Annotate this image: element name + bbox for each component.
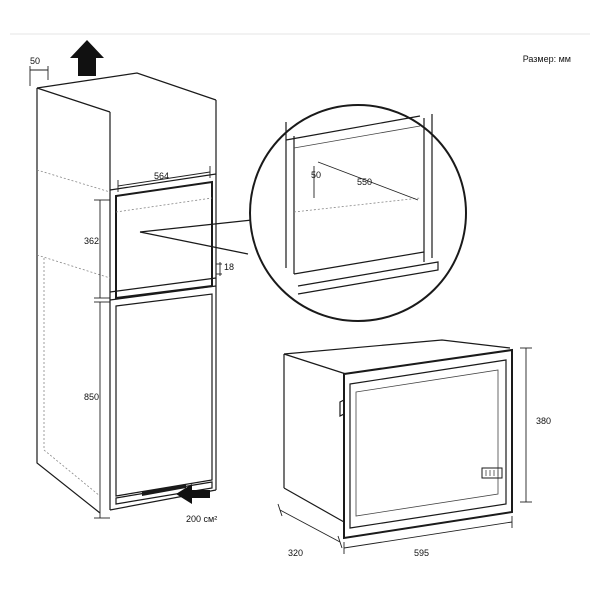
dim-top-offset-label: 50: [30, 56, 40, 66]
inset-top-edge: [285, 115, 421, 141]
lower-door: [115, 293, 213, 497]
airflow-arrow-icon: [176, 484, 210, 504]
cabinet-top-front: [36, 87, 111, 113]
oven-door: [349, 359, 507, 529]
callout-line-top: [139, 219, 253, 233]
dim-top-offset: 50: [29, 56, 49, 86]
inset-floor-dotted: [293, 197, 421, 213]
built-in-oven: [283, 339, 513, 540]
dim-inset-offset-label: 50: [311, 170, 321, 180]
niche-shelf-top: [109, 277, 217, 293]
hidden-line-2: [36, 254, 111, 279]
dim-vent-area-label: 200 см²: [186, 514, 217, 524]
dim-inset-depth-line: [317, 161, 419, 201]
cabinet-top-edge: [36, 72, 217, 101]
control-panel: [481, 467, 503, 479]
detail-magnifier: 50 550: [139, 104, 467, 322]
oven-top-back: [283, 339, 511, 355]
dim-oven-depth: 320: [277, 503, 343, 558]
hidden-line-4: [115, 197, 213, 213]
dim-niche-width: 564: [117, 166, 211, 192]
dim-oven-width-label: 595: [414, 548, 429, 558]
dim-base-height-label: 850: [84, 392, 99, 402]
hidden-line-1: [36, 169, 111, 193]
cabinet-side-edge: [36, 88, 101, 514]
dim-inset-depth-label: 550: [357, 177, 372, 187]
up-arrow-icon: [70, 40, 104, 76]
dim-oven-height-label: 380: [536, 416, 551, 426]
oven-top-left: [283, 353, 347, 375]
vent-slot: [142, 484, 186, 496]
upper-box-bottom: [109, 173, 217, 191]
inset-floor-front: [293, 251, 425, 275]
inset-top-inner: [293, 125, 421, 149]
dim-oven-width: 595: [343, 516, 513, 558]
dim-oven-depth-label: 320: [288, 548, 303, 558]
oven-side-bottom: [283, 487, 345, 523]
niche-shelf-bottom: [109, 285, 217, 301]
callout-line-bottom: [139, 231, 249, 255]
oven-side-hinge: [339, 399, 345, 417]
hidden-line-3: [43, 258, 101, 497]
dim-niche-width-label: 564: [154, 171, 169, 181]
oven-front-frame: [343, 348, 513, 540]
unit-note: Размер: мм: [523, 54, 571, 64]
detail-circle: [249, 104, 467, 322]
inset-shelf: [297, 261, 439, 295]
dim-base-height: 850: [84, 301, 110, 519]
dim-niche-height: 362: [84, 199, 110, 299]
dim-niche-height-label: 362: [84, 236, 99, 246]
dim-oven-height: 380: [520, 347, 551, 503]
dim-shelf-gap-label: 18: [224, 262, 234, 272]
tall-cabinet: [36, 72, 217, 514]
oven-window: [355, 369, 499, 517]
dim-shelf-gap: 18: [216, 262, 234, 276]
